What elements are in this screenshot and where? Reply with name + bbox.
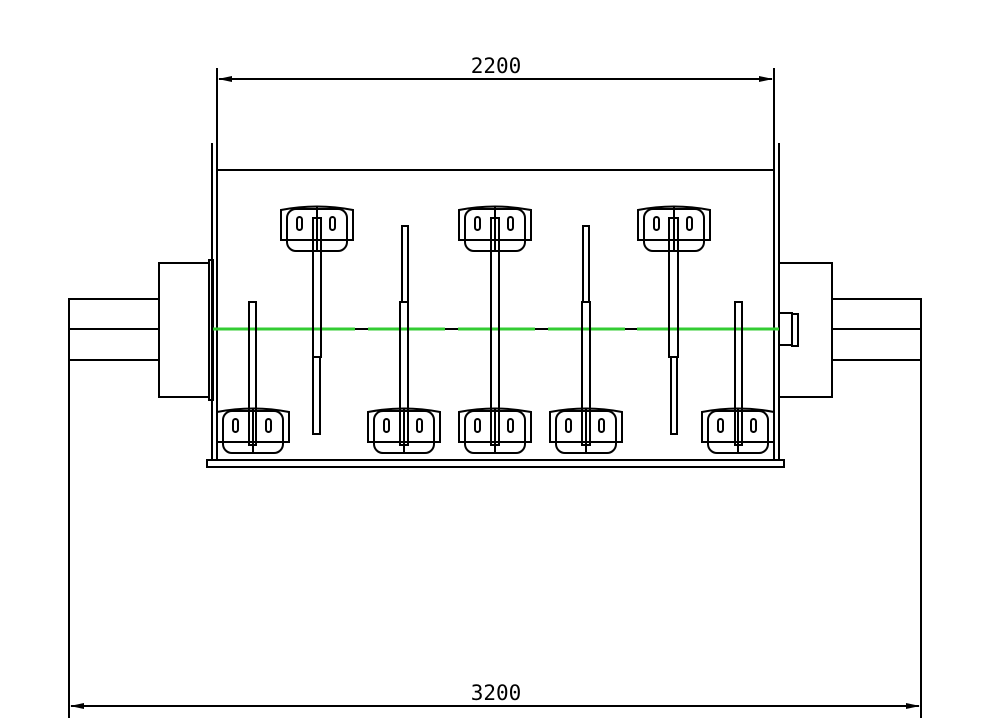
paddle-tooth [280, 205, 354, 252]
paddle-tooth [458, 407, 532, 454]
blade-assembly [216, 205, 775, 454]
paddle-tooth [216, 407, 290, 454]
blade-arm [401, 225, 409, 303]
paddle-tooth [549, 407, 623, 454]
dimension-label-2200: 2200 [471, 54, 522, 78]
paddle-tooth [701, 407, 775, 454]
mixer-body [206, 143, 785, 468]
blade-arm [670, 356, 678, 435]
paddle-tooth [367, 407, 441, 454]
blade-arm [582, 225, 590, 303]
left-shaft [68, 259, 214, 401]
blade-arm [312, 356, 321, 435]
dimension-2200: 2200 [216, 54, 775, 143]
paddle-tooth [637, 205, 711, 252]
paddle-tooth [458, 205, 532, 252]
dimension-3200: 3200 [68, 360, 922, 718]
dimension-label-3200: 3200 [471, 681, 522, 705]
right-shaft [778, 262, 922, 398]
